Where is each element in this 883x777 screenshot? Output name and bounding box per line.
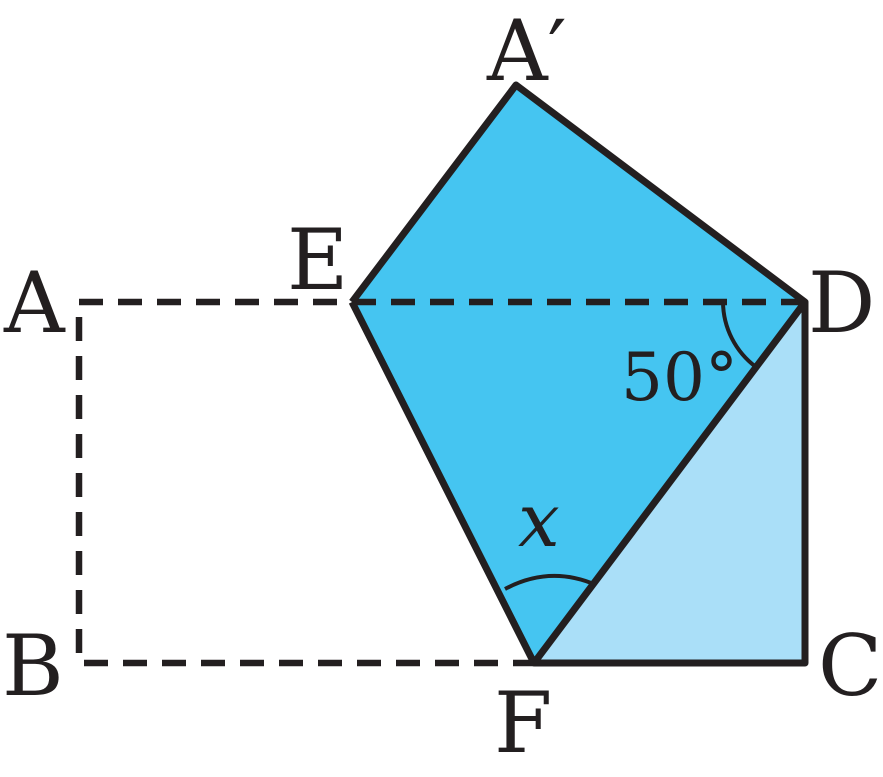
dashed-edge-d-a-b-f [75,298,805,667]
label-a: A [3,254,66,352]
angle-label-50: 50° [621,339,738,416]
angle-arc-50 [721,301,758,369]
label-f: F [494,674,552,772]
label-d: D [808,254,875,352]
folded-quadrilateral-region [352,85,805,663]
angle-arc-x [504,574,597,591]
label-e: E [287,211,348,309]
label-b: B [2,617,64,715]
label-c: C [818,617,882,715]
angle-label-x: x [518,478,560,564]
label-a-prime: A′ [486,2,567,100]
edge-f-c-d [534,302,809,667]
